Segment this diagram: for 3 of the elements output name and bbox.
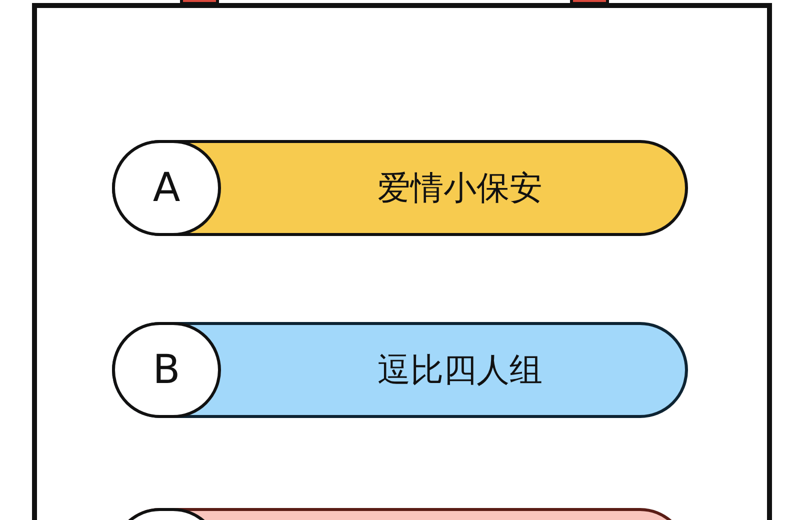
option-text: 爱情小保安 [376,167,544,210]
option-text: 逗比四人组 [376,349,544,392]
card-frame [32,3,772,520]
